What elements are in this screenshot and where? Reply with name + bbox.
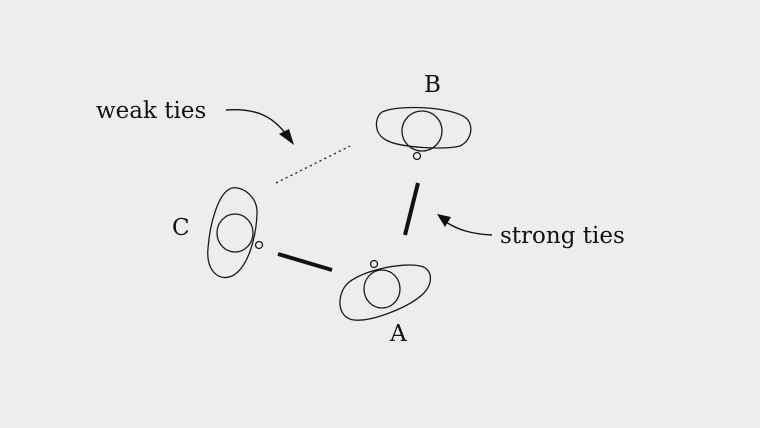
person-a-figure xyxy=(339,259,431,321)
node-label-a: A xyxy=(389,321,407,347)
node-label-c: C xyxy=(172,215,190,241)
person-c-shoulders xyxy=(207,187,258,279)
person-a-head xyxy=(363,269,401,309)
person-c-figure xyxy=(207,187,264,279)
weak-ties-label: weak ties xyxy=(96,98,206,124)
weak-ties-arrow-line xyxy=(225,109,287,135)
person-a-nose xyxy=(369,259,379,269)
person-c-head xyxy=(216,213,254,253)
strong-ties-label: strong ties xyxy=(500,223,625,249)
strong-ties-arrowhead xyxy=(437,214,451,227)
strong-tie-a-b xyxy=(403,182,420,236)
node-label-b: B xyxy=(424,72,441,98)
strong-tie-a-c xyxy=(277,252,333,272)
person-b-figure xyxy=(375,106,472,161)
strong-ties-arrow-line xyxy=(445,221,493,236)
person-c-nose xyxy=(254,240,264,250)
person-b-nose xyxy=(412,151,422,161)
weak-ties-arrowhead xyxy=(279,129,294,145)
person-b-head xyxy=(401,110,443,152)
person-a-shoulders xyxy=(339,264,431,321)
person-b-shoulders xyxy=(375,106,472,149)
weak-tie-b-c xyxy=(275,145,351,184)
